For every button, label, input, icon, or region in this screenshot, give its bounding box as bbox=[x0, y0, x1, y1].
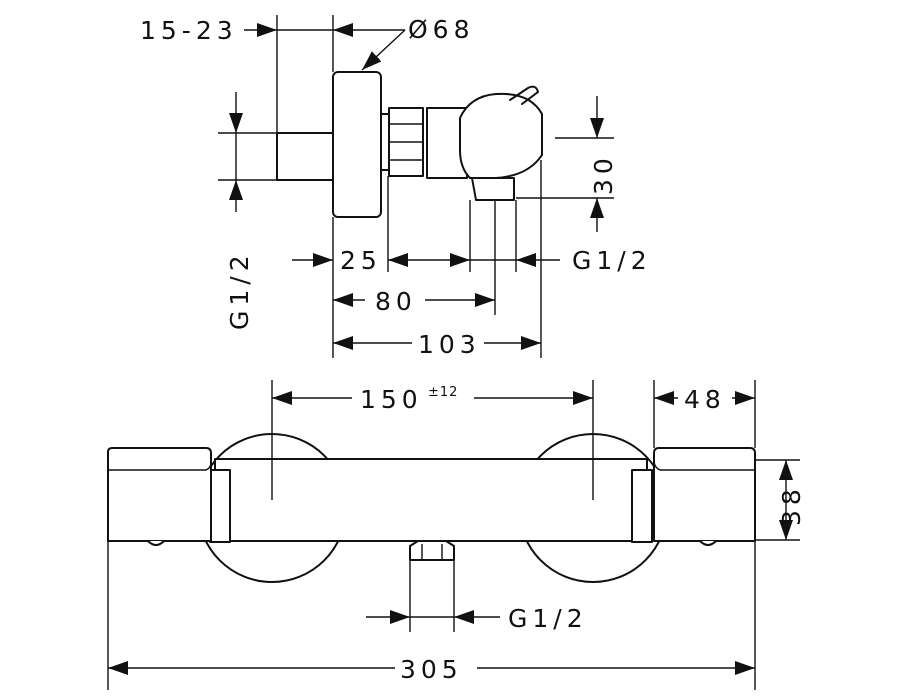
dim-38: 38 bbox=[777, 484, 806, 526]
side-inlet-stub bbox=[276, 132, 334, 181]
dim-150-tolerance: ±12 bbox=[428, 385, 458, 400]
dim-103: 103 bbox=[418, 330, 481, 359]
front-handle-right bbox=[653, 447, 756, 542]
dim-30: 30 bbox=[589, 153, 618, 195]
dim-15-23: 15-23 bbox=[140, 16, 238, 45]
dim-g12-bottom: G1/2 bbox=[508, 604, 588, 633]
front-outlet bbox=[409, 540, 455, 561]
front-view: 150 ±12 48 38 G1/2 305 bbox=[107, 380, 806, 690]
dim-48: 48 bbox=[684, 385, 726, 414]
dim-g12-left: G1/2 bbox=[225, 250, 254, 330]
dim-305: 305 bbox=[400, 655, 463, 684]
dim-g12-right: G1/2 bbox=[572, 246, 652, 275]
side-outlet bbox=[471, 177, 515, 201]
side-view: 15-23 Ø68 G1/2 30 25 G1/2 80 10 bbox=[140, 15, 652, 359]
front-main-bar bbox=[214, 458, 648, 542]
side-handle bbox=[459, 92, 543, 179]
side-rosette bbox=[332, 71, 382, 218]
front-handle-left bbox=[107, 447, 212, 542]
dim-80: 80 bbox=[375, 287, 417, 316]
dim-150: 150 bbox=[360, 385, 423, 414]
dim-25: 25 bbox=[340, 246, 382, 275]
dim-diameter-68: Ø68 bbox=[408, 15, 475, 44]
